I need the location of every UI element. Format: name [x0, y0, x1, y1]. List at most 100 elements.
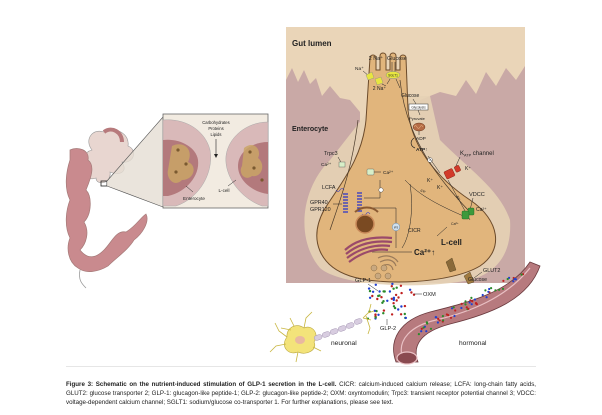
- inset-label-l-cell: L-cell: [219, 188, 230, 193]
- na-k-pump: [374, 76, 384, 86]
- glycolysis-box: [408, 103, 429, 111]
- hormone-particle: [392, 298, 395, 302]
- hormone-particle: [377, 294, 380, 298]
- caption-divider: [66, 366, 536, 367]
- vessel-particle: [490, 287, 493, 290]
- vessel-particle: [520, 273, 523, 276]
- label-k-in-1: K⁺: [427, 178, 433, 184]
- vdcc-channel: [461, 210, 470, 220]
- vessel-particle: [470, 303, 473, 306]
- axon: [314, 318, 363, 341]
- vessel-particle: [475, 303, 478, 306]
- label-gpr120: GPR120: [310, 207, 331, 213]
- label-glp1: GLP-1: [355, 278, 371, 284]
- vessel-particle: [454, 309, 457, 312]
- hormone-particle: [374, 316, 377, 319]
- granule: [370, 264, 378, 272]
- vessel-particle: [445, 313, 448, 316]
- hormone-particle: [400, 291, 403, 295]
- hormone-particle: [397, 296, 400, 299]
- glut2-transporter: [463, 271, 475, 285]
- vessel-particle: [485, 296, 488, 299]
- label-ca-channel: Ca²⁺: [383, 170, 394, 176]
- vessel-particle: [450, 307, 454, 310]
- vessel-particle: [471, 300, 474, 303]
- hormone-particle: [399, 284, 403, 287]
- label-na-left: Na⁺: [355, 66, 364, 72]
- vessel-particle: [429, 327, 433, 330]
- hormone-particle: [374, 283, 377, 286]
- granule: [374, 272, 382, 280]
- neuron: [269, 303, 375, 363]
- label-cicr: CICR: [408, 228, 421, 234]
- vessel-particle: [426, 322, 429, 325]
- vessel-particle: [506, 277, 509, 281]
- label-k-in-2: K⁺: [437, 185, 443, 191]
- gpr120-receptor: [357, 192, 362, 212]
- inset-label-carbohydrates: Carbohydrates: [202, 120, 229, 125]
- hormone-particle: [397, 308, 400, 311]
- label-l-cell: L-cell: [441, 238, 462, 247]
- label-neuronal: neuronal: [331, 340, 357, 347]
- hormone-particle: [380, 296, 383, 299]
- inset-label-proteins: Proteins: [208, 126, 223, 131]
- label-vdcc: VDCC: [469, 192, 485, 198]
- hormone-particle: [394, 293, 398, 297]
- hormone-particle: [399, 313, 403, 316]
- vessel-particle: [442, 319, 445, 322]
- hormone-particle: [386, 299, 389, 302]
- hormone-particle: [392, 302, 395, 305]
- hormone-particle: [388, 290, 392, 293]
- inset-label-enterocyte: Enterocyte: [183, 196, 205, 201]
- hormone-particle: [393, 306, 397, 310]
- hormone-particle: [382, 312, 385, 315]
- hormone-particle: [404, 316, 407, 320]
- hormone-particle: [390, 285, 393, 288]
- vessel-particle: [468, 301, 471, 304]
- label-glp2: GLP-2: [380, 326, 396, 332]
- label-ca-vdcc: Ca²⁺: [476, 207, 487, 213]
- hormone-particle: [378, 290, 381, 293]
- main-panel: Gut lumen Enterocyte L-cell 2 Na⁺ Glucos…: [286, 27, 525, 286]
- vessel-particle: [484, 289, 487, 292]
- ip3-vesicle: [391, 222, 401, 232]
- label-pyruvate: Pyruvate: [409, 116, 426, 121]
- vessel-particle: [467, 307, 470, 310]
- label-katp-channel: KATP channel: [460, 151, 494, 158]
- vessel-particle: [481, 293, 484, 297]
- vessel-particle: [420, 327, 423, 330]
- hormone-particle: [381, 301, 384, 304]
- hormone-particle: [392, 305, 396, 308]
- hormone-particle: [368, 289, 372, 293]
- vessel-particle: [460, 306, 463, 310]
- colon-illustration: [65, 116, 164, 289]
- vessel-particle: [512, 280, 515, 283]
- vessel-particle: [434, 316, 437, 319]
- label-delta-psi-1: ΔΨ: [455, 195, 461, 202]
- vessel-particle: [494, 289, 497, 292]
- vessel-particle: [441, 315, 444, 318]
- label-ca-increase: Ca²⁺↑: [414, 248, 435, 257]
- gpr40-receptor: [343, 193, 348, 213]
- label-adp: ADP: [416, 136, 426, 142]
- hormone-particle: [367, 287, 371, 290]
- vessel-particle: [437, 317, 440, 320]
- label-gut-lumen: Gut lumen: [292, 39, 332, 48]
- hormone-particle: [390, 297, 393, 300]
- na-channel: [365, 71, 375, 81]
- hormone-particle: [377, 313, 380, 316]
- hormone-particle: [390, 313, 394, 316]
- vessel-particle: [417, 333, 420, 336]
- label-enterocyte: Enterocyte: [292, 126, 328, 133]
- granule: [380, 264, 388, 272]
- zoom-cone: [107, 117, 163, 207]
- hormone-particle: [382, 309, 386, 312]
- caption-body: CICR: calcium-induced calcium release; L…: [66, 381, 537, 406]
- hormone-particle: [391, 282, 394, 286]
- stimulate-icon: [378, 187, 384, 193]
- label-k-out: K⁺: [465, 166, 471, 172]
- label-glut2: GLUT2: [483, 268, 500, 274]
- l-cell-schematic: Carbohydrates Proteins Lipids Enterocyte…: [65, 27, 541, 365]
- label-2na-top: 2 Na⁺: [369, 56, 383, 62]
- caption-title: Figure 3: Schematic on the nutrient-indu…: [66, 381, 337, 388]
